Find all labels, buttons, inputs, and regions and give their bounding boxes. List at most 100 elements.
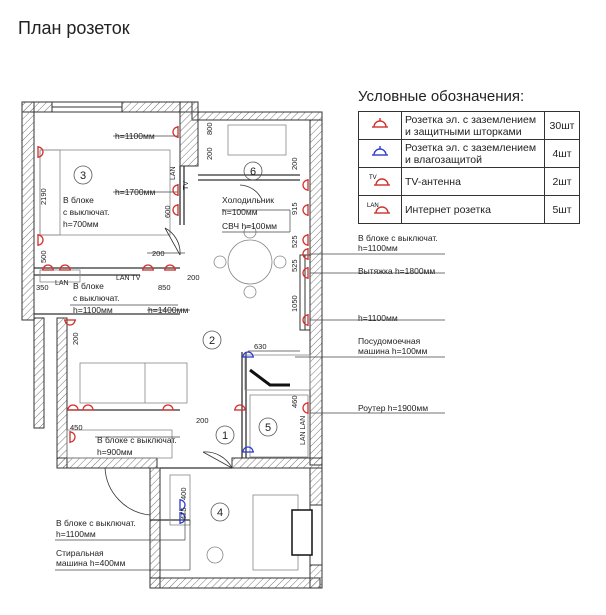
socket-icon bbox=[302, 267, 309, 279]
waterproof-sockets bbox=[179, 351, 254, 524]
dimension: 200 bbox=[196, 416, 209, 425]
socket-waterproof-icon bbox=[242, 351, 254, 358]
legend-heading: Условные обозначения: bbox=[358, 88, 525, 105]
label: В блоке с выключат. bbox=[358, 233, 438, 243]
internet-socket-icon: LAN bbox=[358, 195, 402, 224]
lan-badge: LAN bbox=[367, 203, 379, 209]
dimension: 850 bbox=[158, 283, 171, 292]
socket-icon bbox=[69, 431, 76, 443]
socket-icon bbox=[67, 404, 79, 411]
page-title: План розеток bbox=[18, 18, 130, 38]
socket-icon bbox=[172, 204, 179, 216]
socket-icon bbox=[59, 264, 71, 271]
dimension: 525 bbox=[290, 259, 299, 272]
dimension: 200 bbox=[187, 273, 200, 282]
dimension: 450 bbox=[70, 423, 83, 432]
legend-table: Розетка эл. с заземлением и защитными шт… bbox=[358, 111, 580, 224]
socket-icon bbox=[302, 204, 309, 216]
socket-waterproof-icon bbox=[179, 499, 186, 511]
kitchen-counter bbox=[244, 354, 311, 391]
label: h=700мм bbox=[63, 219, 99, 229]
sofa bbox=[79, 362, 188, 404]
socket-icon bbox=[302, 402, 309, 414]
socket-icon bbox=[234, 404, 246, 411]
label: h=1100мм bbox=[115, 131, 155, 141]
legend-text: TV-антенна bbox=[401, 167, 545, 196]
dimension: 915 bbox=[290, 202, 299, 215]
socket-waterproof-icon bbox=[179, 512, 186, 524]
label: В блоке bbox=[73, 281, 104, 291]
dimension: 630 bbox=[254, 342, 267, 351]
legend-text: Розетка эл. с заземлением и влагозащитой bbox=[401, 139, 545, 168]
room-numbers bbox=[73, 161, 278, 522]
label: В блоке с выключат. bbox=[56, 518, 136, 528]
legend-count: 2шт bbox=[544, 167, 580, 196]
dimension: 200 bbox=[205, 147, 214, 160]
label: h=1100мм bbox=[358, 313, 398, 323]
room-number: 4 bbox=[217, 507, 223, 519]
label: Роутер h=1900мм bbox=[358, 403, 428, 413]
label: Стиральная bbox=[56, 548, 104, 558]
label: h=1100мм bbox=[56, 529, 96, 539]
socket-waterproof-icon bbox=[358, 139, 402, 168]
dining-table bbox=[227, 239, 273, 285]
dimension: 600 bbox=[163, 205, 172, 218]
windows bbox=[51, 101, 323, 566]
lan-lan-label: LAN LAN bbox=[300, 416, 307, 445]
room-number: 6 bbox=[250, 166, 256, 178]
dimension-numbers: 800 200 2190 500 600 200 200 350 850 200… bbox=[36, 122, 299, 520]
doors bbox=[104, 184, 263, 516]
legend-row: Розетка эл. с заземлением и влагозащитой… bbox=[358, 139, 580, 168]
label: h=900мм bbox=[97, 447, 133, 457]
socket-icon bbox=[302, 314, 309, 326]
lan-tv-label: LAN TV bbox=[116, 275, 141, 282]
socket-icon bbox=[37, 234, 44, 246]
dimension: 200 bbox=[71, 332, 80, 345]
label: В блоке с выключат. bbox=[97, 435, 177, 445]
sockets bbox=[37, 126, 309, 443]
legend-count: 4шт bbox=[544, 139, 580, 168]
legend-text: Интернет розетка bbox=[401, 195, 545, 224]
label: h=1100мм bbox=[73, 305, 113, 315]
room-number: 3 bbox=[80, 170, 86, 182]
dimension: 1050 bbox=[290, 295, 299, 312]
dimension: 460 bbox=[290, 395, 299, 408]
socket-icon bbox=[302, 179, 309, 191]
label: Вытяжка h=1800мм bbox=[358, 266, 435, 276]
label: с выключат. bbox=[63, 207, 109, 217]
dimension: 200 bbox=[152, 249, 165, 258]
legend-count: 5шт bbox=[544, 195, 580, 224]
room-number: 5 bbox=[265, 422, 271, 434]
legend-count: 30шт bbox=[544, 111, 580, 140]
dimension: 350 bbox=[36, 283, 49, 292]
label: h=1100мм bbox=[358, 243, 398, 253]
label: В блоке bbox=[63, 195, 94, 205]
dimension: 400 bbox=[179, 487, 188, 500]
socket-icon bbox=[302, 234, 309, 246]
label: h=100мм bbox=[222, 207, 258, 217]
socket-waterproof-icon bbox=[242, 446, 254, 453]
annotations: h=1100мм h=1700мм В блоке с выключат. h=… bbox=[56, 131, 438, 568]
socket-icon bbox=[42, 264, 54, 271]
socket-icon bbox=[64, 319, 76, 326]
dimension: 200 bbox=[290, 157, 299, 170]
label: Посудомоечная bbox=[358, 336, 421, 346]
dimension-lines bbox=[55, 135, 445, 571]
lan-tv-markers: LAN LAN TV LAN TV LAN LAN bbox=[55, 166, 307, 445]
dimension: 2190 bbox=[39, 188, 48, 205]
legend-row: TV TV-антенна 2шт bbox=[358, 167, 580, 196]
socket-icon bbox=[172, 126, 179, 138]
label: машина h=400мм bbox=[56, 558, 126, 568]
socket-icon bbox=[162, 404, 174, 411]
legend-row: LAN Интернет розетка 5шт bbox=[358, 195, 580, 224]
label: h=1700мм bbox=[115, 187, 155, 197]
room-number: 1 bbox=[222, 430, 228, 442]
tv-label: TV bbox=[183, 181, 190, 190]
socket-icon bbox=[302, 248, 309, 260]
lan-label: LAN bbox=[170, 166, 177, 180]
label: h=1400мм bbox=[148, 305, 188, 315]
socket-icon bbox=[82, 404, 94, 411]
label: машина h=100мм bbox=[358, 346, 428, 356]
furniture bbox=[39, 124, 313, 571]
